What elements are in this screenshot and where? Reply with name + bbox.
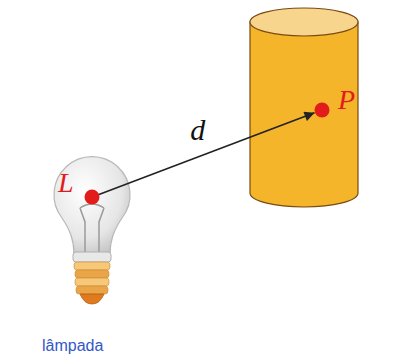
bulb-drawing xyxy=(40,130,135,362)
cylinder-top xyxy=(250,8,358,36)
cylinder-body xyxy=(250,22,358,207)
point-dot xyxy=(85,190,100,205)
cylinder-node: P xyxy=(248,5,366,213)
point-dot xyxy=(315,103,330,118)
screw-thread xyxy=(76,286,108,294)
screw-thread xyxy=(75,278,109,286)
bulb-collar xyxy=(73,252,111,262)
point-label: P xyxy=(338,85,355,116)
bulb-tip xyxy=(80,294,104,304)
screw-thread xyxy=(74,262,110,270)
caption-label: lâmpada xyxy=(42,336,103,355)
filament xyxy=(80,204,104,252)
bulb-glass xyxy=(54,157,130,254)
screw-thread xyxy=(75,270,109,278)
distance-line xyxy=(98,113,315,195)
distance-label: d xyxy=(190,113,205,146)
point-label: L xyxy=(58,168,74,199)
lamp-node: Llâmpada xyxy=(40,130,135,362)
